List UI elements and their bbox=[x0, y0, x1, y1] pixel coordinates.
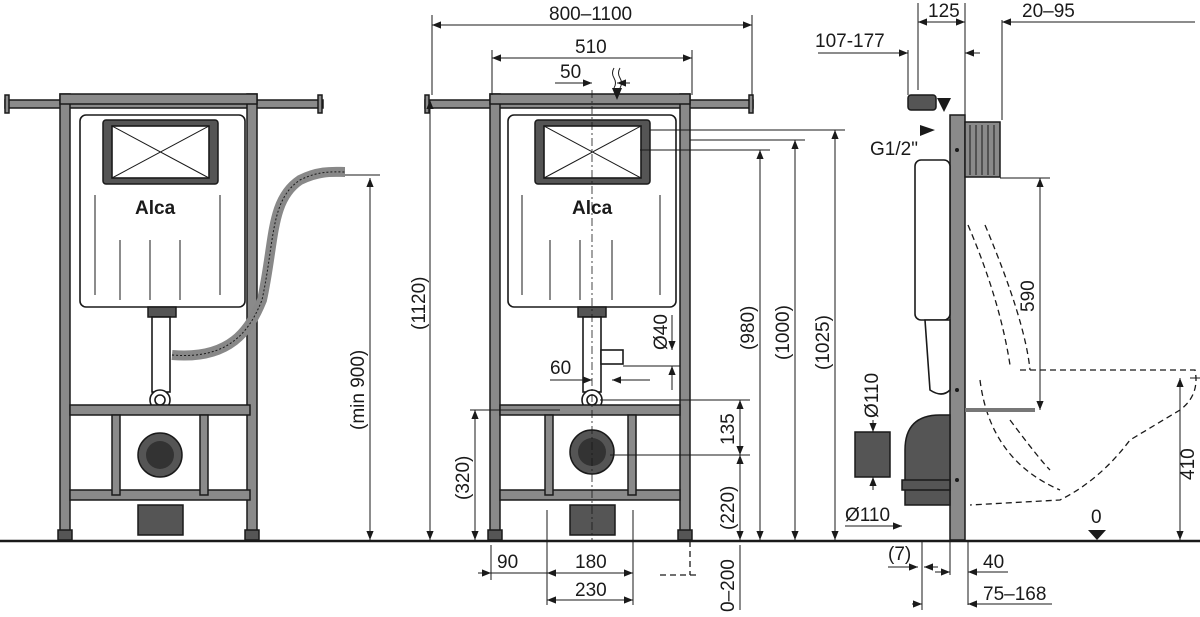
drawing-stroke bbox=[924, 319, 951, 395]
brand-logo: Alca bbox=[135, 198, 176, 219]
drawing-stroke bbox=[901, 479, 951, 491]
drain-elbow bbox=[904, 414, 951, 506]
dim-90: 90 bbox=[497, 552, 518, 573]
dim-40: 40 bbox=[983, 552, 1004, 573]
dim-7: (7) bbox=[888, 544, 911, 565]
dim-1025: (1025) bbox=[813, 315, 834, 370]
dim-drain-d1: Ø110 bbox=[862, 373, 883, 418]
drawing-stroke bbox=[111, 125, 210, 179]
drawing-stroke bbox=[154, 394, 166, 406]
drawing-stroke bbox=[146, 441, 174, 469]
dim-1120: (1120) bbox=[409, 276, 430, 330]
drawing-stroke bbox=[578, 438, 606, 466]
dim-75-168: 75–168 bbox=[983, 584, 1046, 605]
drawing-stroke bbox=[521, 195, 661, 300]
dim-tank-depth: 107-177 bbox=[815, 31, 885, 52]
drawing-stroke bbox=[955, 478, 959, 482]
drawing-stroke bbox=[937, 98, 951, 112]
dim-230: 230 bbox=[575, 580, 607, 601]
drawing-stroke bbox=[544, 414, 554, 496]
drawing-stroke bbox=[4, 94, 10, 114]
drawing-stroke bbox=[979, 379, 1061, 491]
drawing-stroke bbox=[244, 529, 260, 541]
drawing-stroke bbox=[612, 67, 622, 89]
drawing-stroke bbox=[94, 195, 221, 300]
drawing-stroke bbox=[199, 414, 209, 496]
drawing-stroke bbox=[612, 88, 622, 100]
dim-410: 410 bbox=[1178, 448, 1199, 480]
drawing-stroke bbox=[969, 369, 1197, 506]
dim-980: (980) bbox=[738, 306, 759, 350]
dim-320: (320) bbox=[453, 456, 474, 500]
drawing-stroke bbox=[677, 529, 693, 541]
drawing-stroke bbox=[59, 93, 258, 105]
dim-220: (220) bbox=[718, 486, 739, 530]
left-frame-view: Alca (min 900) bbox=[4, 93, 380, 541]
drawing-stroke bbox=[955, 148, 959, 152]
drawing-stroke bbox=[569, 504, 616, 536]
drawing-stroke bbox=[317, 94, 323, 114]
dim-width-range: 800–1100 bbox=[549, 4, 632, 25]
dim-pipe-offset: 60 bbox=[550, 358, 571, 379]
drawing-stroke bbox=[424, 94, 430, 114]
crossbar bbox=[69, 404, 251, 416]
drawing-stroke bbox=[487, 529, 503, 541]
drawing-stroke bbox=[489, 93, 691, 105]
drawing-stroke bbox=[955, 388, 959, 392]
dim-flush-offset: 50 bbox=[560, 62, 581, 83]
dim-125: 125 bbox=[928, 1, 960, 22]
dim-frame-width: 510 bbox=[575, 37, 607, 58]
left-post bbox=[59, 93, 71, 541]
drawing-stroke bbox=[171, 171, 346, 357]
drawing-stroke bbox=[967, 224, 1031, 371]
drawing-stroke bbox=[679, 93, 691, 541]
dim-drain-d2: Ø110 bbox=[845, 505, 890, 526]
dim-wall-gap: 20–95 bbox=[1022, 1, 1075, 22]
dim-thread: G1/2" bbox=[870, 139, 918, 160]
valve bbox=[907, 94, 937, 111]
dim-590: 590 bbox=[1018, 280, 1039, 312]
drawing-stroke bbox=[57, 529, 73, 541]
drawing-stroke bbox=[69, 489, 251, 501]
frame-profile bbox=[949, 114, 966, 541]
side-view: 0 125 20–95 107-177 G1/2" 590 410 Ø110 Ø… bbox=[815, 1, 1200, 610]
drawing-stroke bbox=[600, 349, 624, 365]
side-cistern bbox=[914, 159, 951, 321]
drawing-stroke bbox=[499, 489, 681, 501]
dim-pipe-diameter: Ø40 bbox=[651, 314, 672, 350]
drawing-stroke bbox=[748, 94, 754, 114]
zero-level-marker bbox=[1088, 530, 1106, 540]
front-frame-view: Alca 800–1100 510 50 (1120) (980) (1000) bbox=[409, 4, 845, 612]
drawing-stroke bbox=[111, 414, 121, 496]
drawing-stroke bbox=[543, 125, 642, 179]
drawing-stroke bbox=[147, 306, 177, 318]
dim-min-900: (min 900) bbox=[348, 350, 369, 430]
drawing-stroke bbox=[969, 125, 995, 175]
drawing-stroke bbox=[920, 125, 935, 136]
dim-180: 180 bbox=[575, 552, 607, 573]
drain-connector bbox=[854, 431, 891, 478]
dim-zero: 0 bbox=[1091, 507, 1102, 528]
drawing-stroke bbox=[137, 504, 184, 536]
dim-135: 135 bbox=[718, 413, 739, 445]
flush-pipe bbox=[151, 316, 171, 393]
dim-1000: (1000) bbox=[773, 305, 794, 360]
dim-adjust: 0–200 bbox=[718, 559, 739, 612]
drawing-stroke bbox=[489, 93, 501, 541]
